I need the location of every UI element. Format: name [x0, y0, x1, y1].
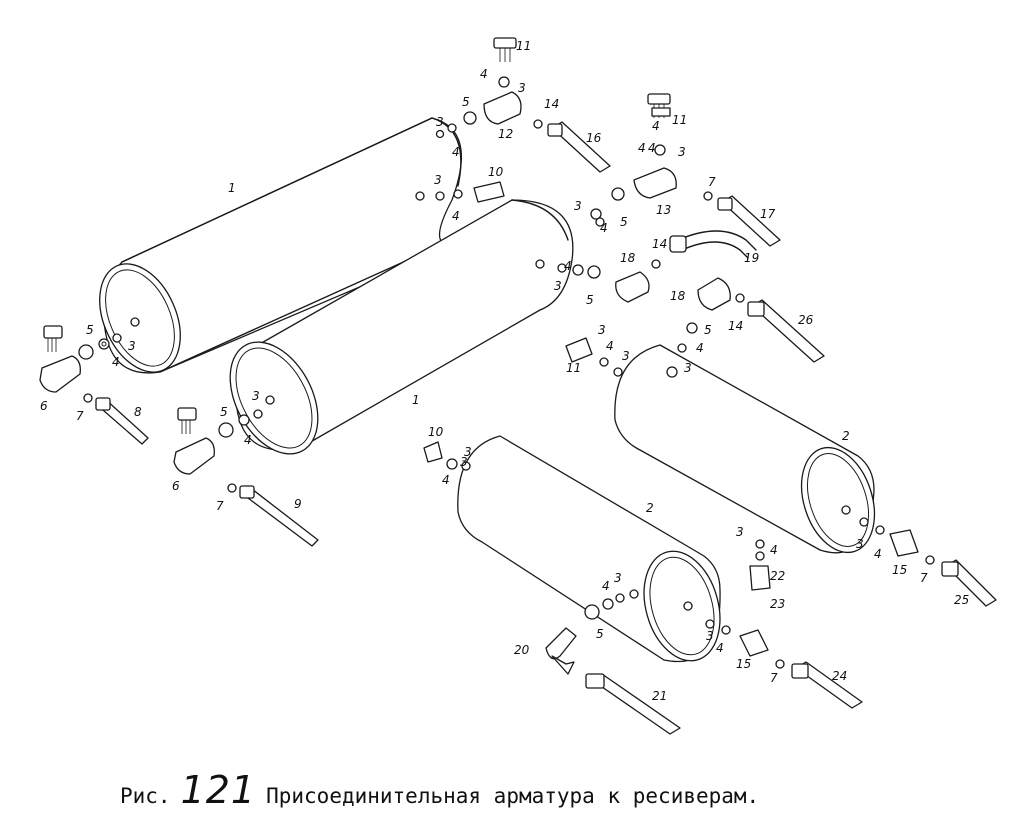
callout: 10 — [428, 425, 444, 439]
callout: 12 — [498, 127, 513, 141]
callout: 8 — [134, 405, 142, 419]
callout: 4 — [638, 141, 646, 155]
callout: 19 — [744, 251, 759, 265]
callout: 5 — [220, 405, 228, 419]
callout: 14 — [652, 237, 667, 251]
callout: 10 — [488, 165, 504, 179]
caption-number: 121 — [180, 768, 257, 812]
receiver-1-upper — [99, 117, 471, 374]
callout: 1 — [228, 181, 236, 195]
callout: 14 — [728, 319, 743, 333]
callout: 7 — [770, 671, 778, 685]
callout: 4 — [648, 141, 656, 155]
fitting-parts — [39, 37, 997, 735]
callout: 15 — [892, 563, 907, 577]
caption-text: Присоединительная арматура к ресиверам. — [266, 784, 760, 808]
callout: 4 — [564, 259, 572, 273]
callout: 3 — [706, 629, 714, 643]
callout: 1 — [412, 393, 420, 407]
callout: 22 — [770, 569, 785, 583]
callout: 5 — [620, 215, 628, 229]
callout: 5 — [586, 293, 594, 307]
callout: 26 — [798, 313, 814, 327]
callout: 24 — [832, 669, 847, 683]
callout: 3 — [684, 361, 692, 375]
callout: 15 — [736, 657, 751, 671]
callout: 6 — [40, 399, 48, 413]
callout: 11 — [566, 361, 581, 375]
callout: 4 — [452, 145, 460, 159]
callout: 4 — [244, 433, 252, 447]
receiver-2-lower — [457, 435, 721, 663]
callout-labels: 1 1 2 2 3 3 3 3 3 3 3 3 3 3 3 3 3 3 3 3 … — [40, 39, 969, 703]
callout: 13 — [656, 203, 671, 217]
callout: 7 — [920, 571, 928, 585]
figure-caption: Рис. 121 Присоединительная арматура к ре… — [120, 768, 759, 812]
callout: 20 — [514, 643, 530, 657]
callout: 3 — [464, 445, 472, 459]
callout: 7 — [708, 175, 716, 189]
callout: 4 — [770, 543, 778, 557]
callout: 4 — [600, 221, 608, 235]
callout: 11 — [672, 113, 687, 127]
callout: 4 — [606, 339, 614, 353]
callout: 3 — [436, 115, 444, 129]
callout: 4 — [452, 209, 460, 223]
callout: 4 — [696, 341, 704, 355]
callout: 4 — [716, 641, 724, 655]
receiver-1-lower — [229, 199, 574, 455]
callout: 21 — [652, 689, 667, 703]
callout: 3 — [598, 323, 606, 337]
callout: 14 — [544, 97, 559, 111]
callout: 3 — [856, 537, 864, 551]
callout: 4 — [602, 579, 610, 593]
callout: 3 — [434, 173, 442, 187]
callout: 3 — [252, 389, 260, 403]
callout: 2 — [646, 501, 654, 515]
callout: 9 — [294, 497, 302, 511]
receiver-2-right — [614, 344, 876, 554]
callout: 3 — [622, 349, 630, 363]
callout: 3 — [554, 279, 562, 293]
callout: 2 — [842, 429, 850, 443]
callout: 4 — [480, 67, 488, 81]
callout: 7 — [216, 499, 224, 513]
callout: 4 — [652, 119, 660, 133]
callout: 18 — [620, 251, 636, 265]
callout: 3 — [614, 571, 622, 585]
callout: 3 — [128, 339, 136, 353]
callout: 23 — [770, 597, 785, 611]
callout: 5 — [596, 627, 604, 641]
callout: 17 — [760, 207, 776, 221]
callout: 3 — [678, 145, 686, 159]
callout: 6 — [172, 479, 180, 493]
callout: 3 — [736, 525, 744, 539]
callout: 3 — [574, 199, 582, 213]
callout: 5 — [462, 95, 470, 109]
callout: 3 — [518, 81, 526, 95]
callout: 18 — [670, 289, 686, 303]
callout: 11 — [516, 39, 531, 53]
callout: 25 — [954, 593, 969, 607]
callout: 4 — [874, 547, 882, 561]
callout: 16 — [586, 131, 602, 145]
callout: 4 — [112, 355, 120, 369]
caption-prefix: Рис. — [120, 784, 171, 808]
callout: 7 — [76, 409, 84, 423]
callout: 5 — [704, 323, 712, 337]
callout: 3 — [460, 455, 468, 469]
callout: 5 — [86, 323, 94, 337]
callout: 4 — [442, 473, 450, 487]
